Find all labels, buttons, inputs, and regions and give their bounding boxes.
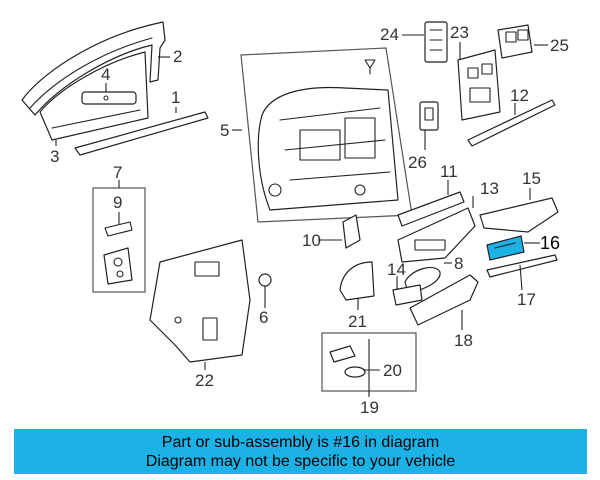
callout-18: 18 [454,331,473,350]
callout-2: 2 [173,47,182,66]
callout-19: 19 [360,398,379,417]
leader-lines [55,34,548,397]
callout-20: 20 [383,361,402,380]
parts-diagram: 1 2 3 4 5 6 7 8 9 10 11 12 13 14 15 16 1… [21,21,569,417]
callout-25: 25 [550,36,569,55]
banner-line-2: Diagram may not be specific to your vehi… [145,452,456,470]
part-24-switch [424,21,448,63]
part-11-armrest [397,191,465,227]
part-13-armrest-base [397,207,476,263]
callout-11: 11 [440,162,458,181]
callout-3: 3 [50,147,59,166]
callout-26: 26 [408,153,427,172]
callout-5: 5 [220,121,229,140]
part-16-highlighted [486,235,525,261]
callout-12: 12 [510,86,529,105]
callout-23: 23 [450,23,469,42]
part-10-handle [342,214,361,249]
part-6-push-pin [258,273,272,301]
part-12-weatherstrip [467,99,556,147]
part-25-switch [497,24,533,59]
part-18-lower-trim [409,274,479,326]
callout-8: 8 [454,254,463,273]
info-banner: Part or sub-assembly is #16 in diagram D… [14,429,587,474]
callout-22: 22 [195,371,214,390]
callout-labels: 1 2 3 4 5 6 7 8 9 10 11 12 13 14 15 16 1… [50,23,569,417]
part-26-bracket [419,101,439,131]
callout-16: 16 [540,233,560,253]
part-17-molding [486,254,558,278]
callout-7: 7 [113,163,122,182]
callout-14: 14 [387,260,406,279]
part-23-switch-panel [457,49,501,121]
callout-21: 21 [348,312,367,331]
callout-24: 24 [380,25,399,44]
part-4-trim-piece [81,91,137,105]
banner-line-1: Part or sub-assembly is #16 in diagram [161,433,440,451]
part-15-armrest-trim [479,197,559,233]
callout-6: 6 [259,308,268,327]
callout-10: 10 [302,231,321,250]
part-14-trim [392,284,423,306]
callout-15: 15 [522,169,541,188]
callout-9: 9 [113,193,122,212]
part-22-vapor-barrier [149,239,251,363]
part-21-bezel [339,261,375,301]
part-7-lock-group [92,187,146,293]
part-1-belt-molding [74,111,209,156]
callout-1: 1 [171,88,180,107]
callout-13: 13 [480,179,499,198]
callout-17: 17 [517,290,536,309]
part-2-pillar-molding [21,21,166,116]
part-5-door-panel-group [240,47,413,223]
callout-4: 4 [101,65,110,84]
clip-icon [364,59,376,75]
